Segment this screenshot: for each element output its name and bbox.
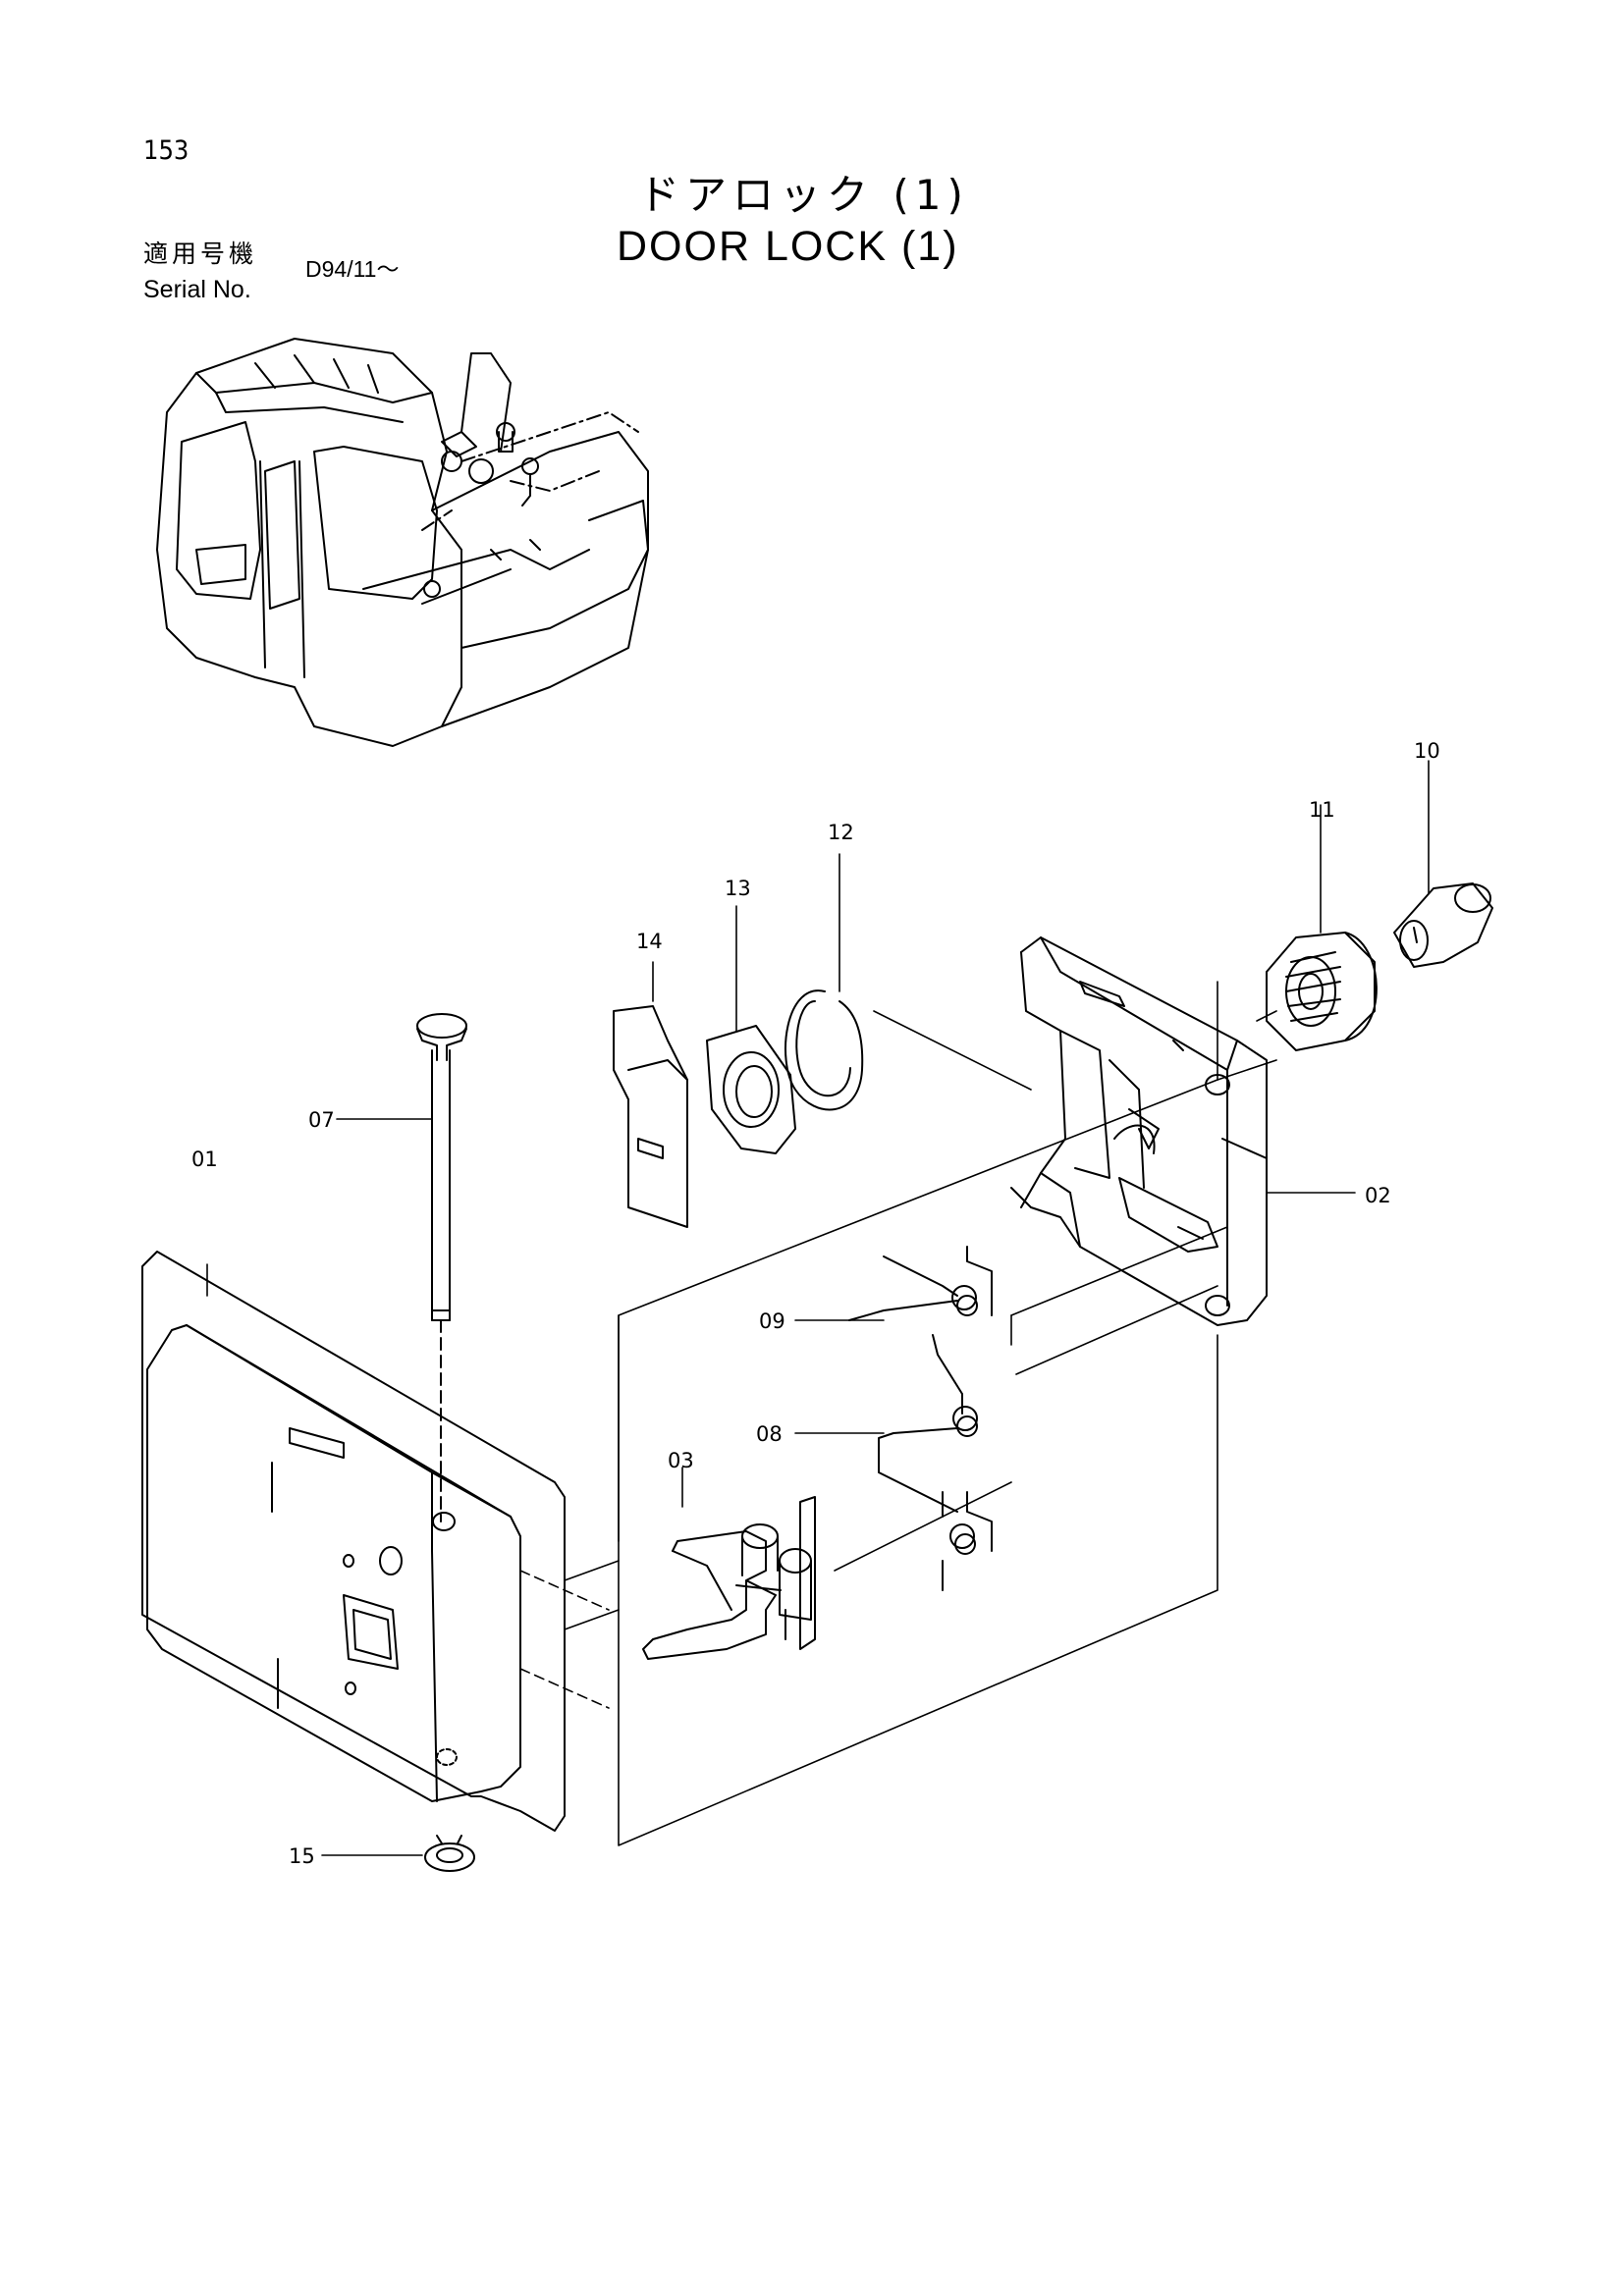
part-14-plate [613,1005,688,1228]
callout-10: 10 [1414,739,1440,763]
callout-08: 08 [756,1422,783,1446]
part-12-snap-ring [784,989,864,1111]
callout-03: 03 [668,1449,694,1472]
part-03-latch [642,1496,816,1660]
callout-12: 12 [828,821,854,844]
part-11-bushing [1266,932,1378,1051]
callout-15: 15 [289,1844,315,1868]
excavator-overview-illustration [156,338,649,747]
callout-labels: 01 02 03 07 08 09 10 11 12 13 14 15 [191,739,1440,1868]
callout-11: 11 [1309,798,1335,822]
serial-label-english: Serial No. [143,276,251,303]
callout-14: 14 [636,930,663,953]
part-08-spring [878,1334,993,1591]
part-10-plunger [1393,882,1493,968]
page-title-japanese: ドアロック (1) [638,171,969,219]
page-number: 153 [143,135,189,166]
part-02-bracket [1010,936,1268,1326]
callout-leaders [206,760,1430,1856]
callout-02: 02 [1365,1184,1391,1207]
serial-label-japanese: 適用号機 [143,240,258,268]
part-01-lock-cover [141,1251,566,1832]
callout-13: 13 [725,877,751,900]
part-13-nut [706,1025,796,1154]
callout-01: 01 [191,1148,218,1171]
page-title-english: DOOR LOCK (1) [617,223,959,270]
callout-07: 07 [308,1108,335,1132]
callout-09: 09 [759,1309,785,1333]
serial-value: D94/11～ [305,256,400,282]
assembly-reference-lines [519,981,1277,1846]
part-09-spring [848,1246,993,1321]
part-15-e-ring [424,1835,475,1872]
part-07-pin [416,1013,467,1522]
